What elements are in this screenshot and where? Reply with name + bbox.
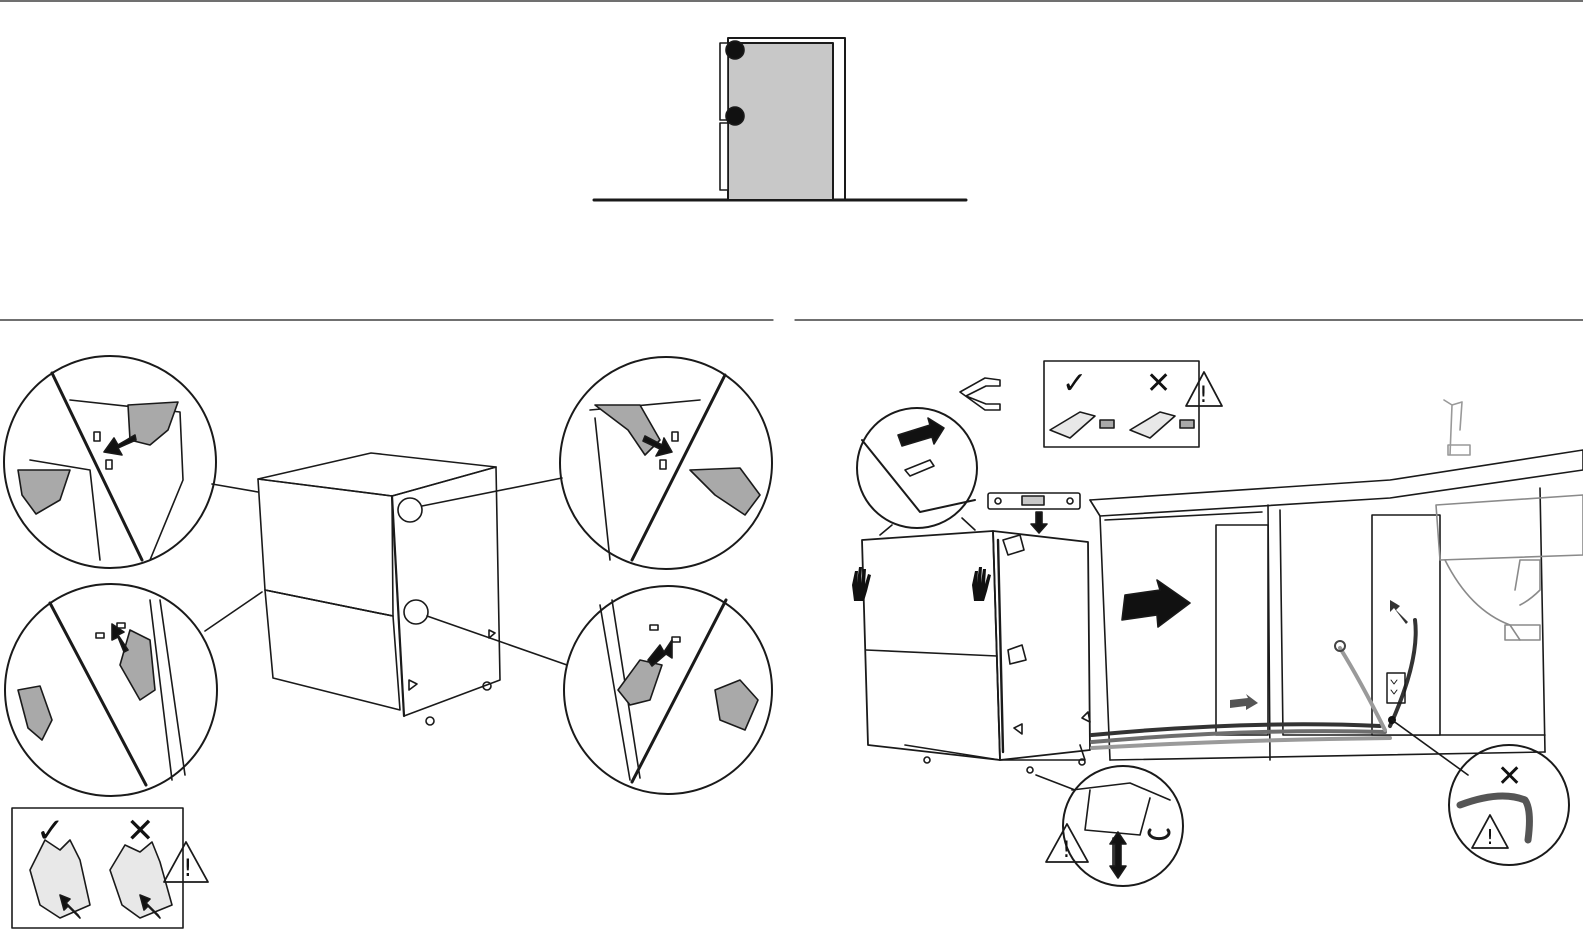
svg-text:!: ! <box>1062 838 1071 863</box>
hinge-plate-lower <box>18 686 52 740</box>
adjustable-foot-icon: ! <box>1046 766 1183 886</box>
leader-bottom-right <box>427 616 567 665</box>
leader-top-left <box>212 484 258 492</box>
faucet-icon <box>1444 400 1470 455</box>
warning-triangle-icon: ! <box>1046 824 1088 863</box>
warning-triangle-icon: ! <box>1472 815 1508 849</box>
warning-triangle-icon: ! <box>164 842 208 882</box>
vent-mark <box>409 680 417 690</box>
appliance-upper-front <box>258 479 393 616</box>
hinge-plate <box>120 630 155 700</box>
vent-mark-2 <box>489 630 495 638</box>
hinge-top <box>1003 535 1024 555</box>
door-panel <box>728 43 833 200</box>
appliance-side <box>392 467 500 716</box>
hand-icon-right <box>972 567 991 601</box>
appliance-sliding <box>862 531 1090 773</box>
zoom-callout-top-right <box>560 357 772 569</box>
hand-icon <box>852 567 871 601</box>
hinge-warning-box: ✓ ✕ ! <box>12 808 208 928</box>
ok-check-icon: ✓ <box>1062 366 1087 401</box>
bad-cross-icon: ✕ <box>1497 759 1522 794</box>
kinked-hose-icon: ✕ ! <box>1449 745 1569 865</box>
lower-door-strip <box>720 123 728 190</box>
direction-arrow <box>648 640 672 666</box>
upper-hinge-marker <box>398 498 422 522</box>
kitchen-cabinet <box>1090 450 1583 760</box>
svg-text:!: ! <box>183 854 193 882</box>
direction-arrow <box>104 435 136 455</box>
hinge-bottom <box>1008 645 1026 664</box>
zoom-callout-top-corner <box>857 408 977 535</box>
leader-bottom-left <box>205 592 262 631</box>
lower-hinge-marker <box>404 600 428 624</box>
svg-text:!: ! <box>1486 825 1494 849</box>
foot-left <box>426 717 434 725</box>
zoom-callout-top-left <box>4 356 216 568</box>
upper-hinge-point <box>726 41 744 59</box>
zoom-callout-bottom-left <box>5 584 217 796</box>
push-direction-arrow <box>1122 580 1190 627</box>
right-panel: ✓ ✕ ! <box>852 361 1583 886</box>
hinge-incorrect <box>110 842 172 918</box>
appliance-lower-front <box>265 590 400 710</box>
hinge-plate-lower <box>690 468 760 515</box>
appliance-top <box>258 453 496 496</box>
hinge-plate <box>618 660 662 705</box>
door-side-view <box>594 38 966 200</box>
leader-foot <box>1036 775 1075 790</box>
countertop <box>1090 450 1583 516</box>
bad-cross-icon: ✕ <box>1146 366 1171 401</box>
lower-hinge-point <box>726 107 744 125</box>
door-gap-line <box>265 590 393 616</box>
cabinet-warning-box: ✓ ✕ ! <box>1044 361 1222 447</box>
push-arrow <box>898 418 944 446</box>
left-panel: ✓ ✕ ! <box>4 356 772 928</box>
hinge-plate <box>595 405 660 455</box>
svg-text:!: ! <box>1199 383 1208 408</box>
sink-icon <box>1436 495 1583 640</box>
hinge-plate-lower <box>715 680 758 730</box>
spirit-level-icon <box>988 493 1080 533</box>
warning-triangle-icon: ! <box>1186 372 1222 408</box>
zoom-callout-bottom-right <box>564 586 772 794</box>
hinge-plate-lower <box>18 470 70 514</box>
appliance-front-view <box>258 453 500 725</box>
hinge-cover-icon <box>960 378 1000 410</box>
hinge-correct <box>30 840 90 918</box>
